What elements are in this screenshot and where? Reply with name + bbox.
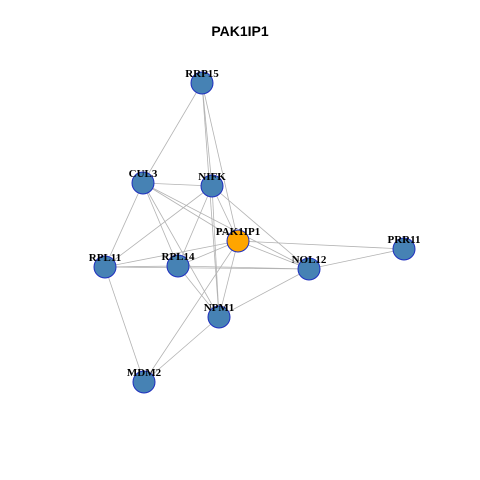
edge-rrp15-cul3	[142, 82, 203, 184]
edge-pak1ip1-nol12	[237, 240, 310, 270]
node-prr11[interactable]	[392, 237, 416, 261]
edge-nol12-npm1	[218, 268, 310, 318]
diagram-title: PAK1IP1	[211, 23, 269, 39]
edge-cul3-nol12	[142, 182, 310, 270]
edge-nifk-nol12	[211, 185, 310, 270]
edge-npm1-mdm2	[143, 316, 220, 383]
edge-cul3-nifk	[142, 182, 213, 187]
node-label-npm1: NPM1	[204, 302, 235, 314]
edge-nifk-rpl14	[177, 185, 213, 267]
node-npm1[interactable]	[207, 305, 231, 329]
node-label-nifk: NIFK	[198, 171, 226, 183]
node-mdm2[interactable]	[132, 370, 156, 394]
edge-cul3-rpl11	[104, 182, 144, 268]
node-label-prr11: PRR11	[388, 234, 421, 246]
node-label-rrp15: RRP15	[185, 68, 219, 80]
edge-nifk-npm1	[211, 185, 220, 318]
edge-rrp15-npm1	[201, 82, 220, 318]
node-rpl11[interactable]	[93, 255, 117, 279]
node-label-pak1ip1: PAK1IP1	[216, 226, 260, 238]
node-layer	[93, 71, 416, 394]
edge-pak1ip1-npm1	[218, 240, 239, 318]
node-label-rpl14: RPL14	[162, 251, 196, 263]
edge-rpl11-mdm2	[104, 266, 145, 383]
node-rrp15[interactable]	[190, 71, 214, 95]
edge-cul3-pak1ip1	[142, 182, 239, 242]
edge-rpl14-nol12	[177, 265, 310, 270]
node-label-nol12: NOL12	[292, 254, 327, 266]
edge-pak1ip1-prr11	[237, 240, 405, 250]
node-label-rpl11: RPL11	[89, 252, 121, 264]
node-pak1ip1[interactable]	[226, 229, 250, 253]
edge-pak1ip1-mdm2	[143, 240, 239, 383]
node-nol12[interactable]	[297, 257, 321, 281]
edge-rrp15-nifk	[201, 82, 213, 187]
edge-layer	[104, 82, 405, 383]
edge-cul3-npm1	[142, 182, 220, 318]
node-cul3[interactable]	[131, 171, 155, 195]
edge-nifk-rpl11	[104, 185, 213, 268]
edge-pak1ip1-rpl11	[104, 240, 239, 268]
edge-prr11-nol12	[308, 248, 405, 270]
node-nifk[interactable]	[200, 174, 224, 198]
node-label-mdm2: MDM2	[127, 367, 162, 379]
edge-rrp15-pak1ip1	[201, 82, 239, 242]
edge-rpl11-nol12	[104, 266, 310, 270]
node-label-cul3: CUL3	[129, 168, 158, 180]
node-rpl14[interactable]	[166, 254, 190, 278]
